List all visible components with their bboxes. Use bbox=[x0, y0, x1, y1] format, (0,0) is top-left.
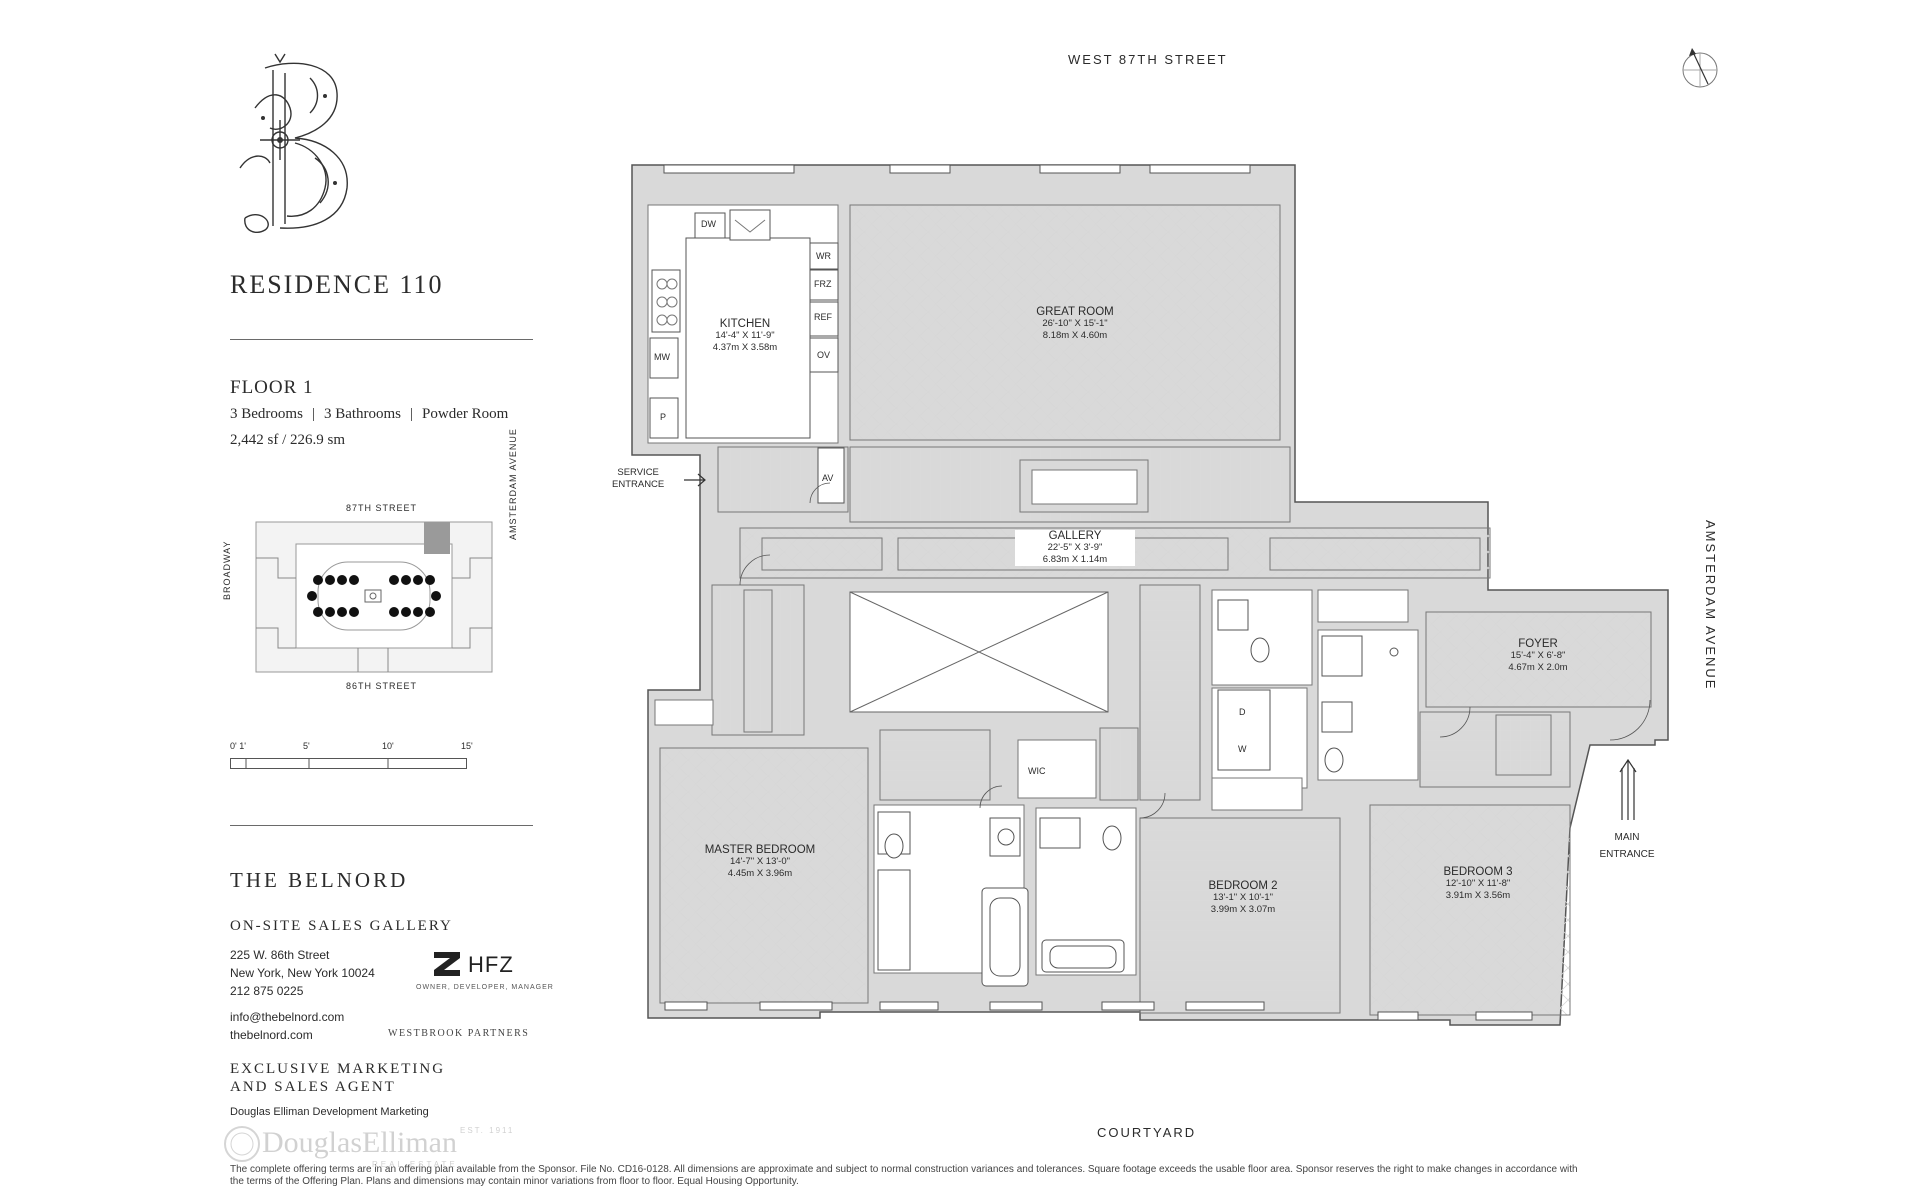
bedrooms-count: 3 Bedrooms bbox=[230, 406, 303, 422]
watermark-est: EST. 1911 bbox=[460, 1126, 515, 1135]
room-great-room-name: GREAT ROOM bbox=[1036, 306, 1114, 318]
room-master-bedroom-dim-metric: 4.45m X 3.96m bbox=[727, 868, 793, 879]
scale-label-5: 5' bbox=[303, 741, 310, 751]
sales-gallery-heading: ON-SITE SALES GALLERY bbox=[230, 918, 453, 934]
marketing-line-1: EXCLUSIVE MARKETING bbox=[230, 1061, 446, 1077]
phone-number[interactable]: 212 875 0225 bbox=[230, 984, 304, 998]
appliance-dw: DW bbox=[701, 219, 716, 229]
belnord-monogram-logo bbox=[239, 53, 348, 234]
belnord-wordmark: THE BELNORD bbox=[230, 868, 409, 892]
service-entrance-label: SERVICE ENTRANCE bbox=[612, 467, 664, 491]
powder-room: Powder Room bbox=[422, 406, 509, 422]
divider bbox=[230, 825, 533, 826]
room-bedroom-3-dim-imperial: 12'-10" X 11'-8" bbox=[1445, 878, 1511, 889]
room-master-bedroom: MASTER BEDROOM 14'-7" X 13'-0" 4.45m X 3… bbox=[690, 844, 830, 880]
appliance-dryer: D bbox=[1239, 707, 1246, 717]
room-kitchen-dim-metric: 4.37m X 3.58m bbox=[712, 342, 778, 353]
room-bedroom-2-dim-metric: 3.99m X 3.07m bbox=[1210, 904, 1276, 915]
keyplan-unit-highlight bbox=[424, 522, 450, 554]
room-great-room-dim-imperial: 26'-10" X 15'-1" bbox=[1042, 318, 1108, 329]
appliance-p: P bbox=[660, 412, 667, 422]
legal-disclaimer: The complete offering terms are in an of… bbox=[230, 1164, 1710, 1188]
service-entrance-line-2: ENTRANCE bbox=[612, 479, 665, 490]
main-entrance-label: MAIN ENTRANCE bbox=[1597, 829, 1657, 863]
room-bedroom-2-dim-imperial: 13'-1" X 10'-1" bbox=[1212, 892, 1273, 903]
appliance-frz: FRZ bbox=[814, 279, 832, 289]
scale-label-10: 10' bbox=[382, 741, 394, 751]
scale-bar bbox=[230, 758, 467, 769]
scale-label-0-1: 0' 1' bbox=[230, 741, 246, 751]
gallery-address: 225 W. 86th Street New York, New York 10… bbox=[230, 946, 375, 1000]
appliance-av: AV bbox=[822, 473, 834, 483]
courtyard-label: COURTYARD bbox=[1097, 1125, 1197, 1140]
room-master-bedroom-dim-imperial: 14'-7" X 13'-0" bbox=[729, 856, 790, 867]
room-gallery-dim-imperial: 22'-5" X 3'-9" bbox=[1047, 542, 1103, 553]
address-line-1: 225 W. 86th Street bbox=[230, 948, 330, 962]
key-plan bbox=[255, 521, 493, 673]
room-foyer-dim-imperial: 15'-4" X 6'-8" bbox=[1510, 650, 1566, 661]
room-gallery-name: GALLERY bbox=[1048, 530, 1102, 542]
room-great-room-dim-metric: 8.18m X 4.60m bbox=[1042, 330, 1108, 341]
room-kitchen-name: KITCHEN bbox=[719, 318, 771, 330]
room-bedroom-2: BEDROOM 2 13'-1" X 10'-1" 3.99m X 3.07m bbox=[1183, 880, 1303, 916]
disclaimer-line-2: the terms of the Offering Plan. Plans an… bbox=[230, 1176, 799, 1187]
westbrook-partners: WESTBROOK PARTNERS bbox=[388, 1028, 530, 1039]
room-foyer: FOYER 15'-4" X 6'-8" 4.67m X 2.0m bbox=[1488, 638, 1588, 674]
marketing-line-2: AND SALES AGENT bbox=[230, 1079, 396, 1095]
watermark-seal-icon bbox=[224, 1126, 260, 1162]
keyplan-north-label: 87TH STREET bbox=[346, 503, 418, 513]
room-bedroom-3: BEDROOM 3 12'-10" X 11'-8" 3.91m X 3.56m bbox=[1418, 866, 1538, 902]
room-bedroom-3-name: BEDROOM 3 bbox=[1443, 866, 1513, 878]
room-bedroom-3-dim-metric: 3.91m X 3.56m bbox=[1445, 890, 1511, 901]
appliance-ref: REF bbox=[814, 312, 832, 322]
room-wic: WIC bbox=[1028, 766, 1046, 776]
room-foyer-dim-metric: 4.67m X 2.0m bbox=[1508, 662, 1568, 673]
keyplan-south-label: 86TH STREET bbox=[346, 681, 418, 691]
room-foyer-name: FOYER bbox=[1518, 638, 1558, 650]
address-line-2: New York, New York 10024 bbox=[230, 966, 375, 980]
bathrooms-count: 3 Bathrooms bbox=[323, 406, 402, 422]
service-entrance-line-1: SERVICE bbox=[617, 467, 659, 478]
appliance-mw: MW bbox=[654, 352, 670, 362]
divider bbox=[230, 339, 533, 340]
website-link[interactable]: thebelnord.com bbox=[230, 1028, 313, 1042]
hfz-logo-mark bbox=[434, 952, 460, 976]
main-entrance-line-2: ENTRANCE bbox=[1599, 849, 1655, 860]
appliance-ov: OV bbox=[817, 350, 831, 360]
unit-summary: 3 Bedrooms|3 Bathrooms|Powder Room bbox=[230, 406, 509, 422]
watermark-sub: REAL ESTATE bbox=[372, 1160, 458, 1169]
marketing-agent: Douglas Elliman Development Marketing bbox=[230, 1106, 429, 1118]
unit-area: 2,442 sf / 226.9 sm bbox=[230, 432, 346, 448]
disclaimer-line-1: The complete offering terms are in an of… bbox=[230, 1164, 1578, 1175]
room-kitchen-dim-imperial: 14'-4" X 11'-9" bbox=[715, 330, 775, 341]
watermark-text: DouglasElliman bbox=[262, 1126, 457, 1159]
room-gallery-dim-metric: 6.83m X 1.14m bbox=[1042, 554, 1108, 565]
floor-label: FLOOR 1 bbox=[230, 377, 314, 398]
room-master-bedroom-name: MASTER BEDROOM bbox=[704, 844, 816, 856]
contact-block: info@thebelnord.com thebelnord.com bbox=[230, 1008, 344, 1044]
appliance-wr: WR bbox=[816, 251, 831, 261]
scale-label-15: 15' bbox=[461, 741, 473, 751]
main-entrance-line-1: MAIN bbox=[1614, 832, 1640, 843]
residence-title: RESIDENCE 110 bbox=[230, 270, 444, 299]
appliance-washer: W bbox=[1238, 744, 1247, 754]
room-great-room: GREAT ROOM 26'-10" X 15'-1" 8.18m X 4.60… bbox=[1005, 306, 1145, 342]
hfz-subtitle: OWNER, DEVELOPER, MANAGER bbox=[416, 984, 554, 991]
north-arrow-icon bbox=[1682, 48, 1718, 88]
room-bedroom-2-name: BEDROOM 2 bbox=[1208, 880, 1278, 892]
street-north-label: WEST 87TH STREET bbox=[1068, 52, 1228, 67]
email-link[interactable]: info@thebelnord.com bbox=[230, 1010, 345, 1024]
room-kitchen: KITCHEN 14'-4" X 11'-9" 4.37m X 3.58m bbox=[690, 318, 800, 354]
room-gallery: GALLERY 22'-5" X 3'-9" 6.83m X 1.14m bbox=[1015, 530, 1135, 566]
marketing-heading: EXCLUSIVE MARKETING AND SALES AGENT bbox=[230, 1060, 445, 1096]
hfz-logo-text: HFZ bbox=[468, 952, 514, 977]
